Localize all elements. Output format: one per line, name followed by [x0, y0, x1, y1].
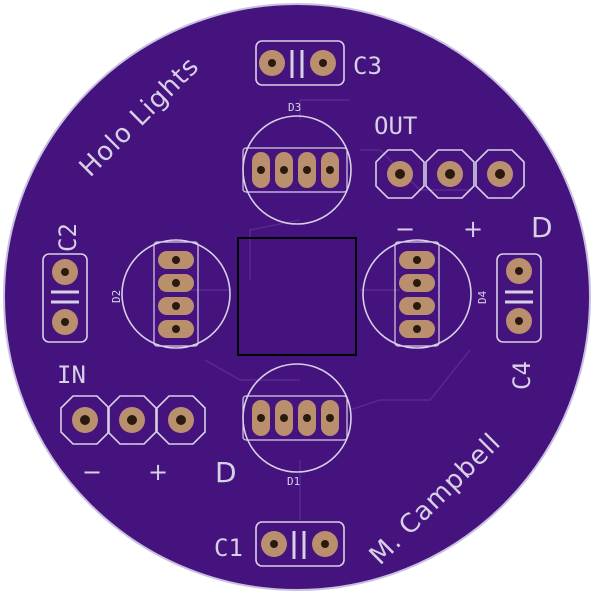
led-d1: [242, 363, 352, 473]
in-plus-label: +: [148, 458, 168, 486]
in-label: IN: [57, 361, 86, 389]
out-label: OUT: [374, 112, 417, 140]
in-connector: [60, 395, 206, 445]
out-connector: [375, 149, 525, 199]
led-d2: [121, 239, 231, 349]
c4-label: C4: [508, 361, 536, 390]
in-minus-label: −: [82, 458, 102, 486]
capacitor-c4: [496, 253, 542, 343]
capacitor-c3: [255, 40, 345, 86]
c3-label: C3: [353, 52, 382, 80]
d1-label: D1: [287, 475, 300, 488]
out-d-label: D: [531, 211, 553, 244]
d4-label: D4: [476, 290, 489, 304]
d3-label: D3: [288, 101, 301, 114]
c1-label: C1: [214, 534, 243, 562]
led-d4: [362, 239, 472, 349]
out-plus-label: +: [463, 215, 483, 243]
board-substrate: [3, 3, 591, 591]
d2-label: D2: [110, 290, 123, 303]
traces: [160, 99, 471, 520]
led-d3: [242, 115, 352, 225]
c2-label: C2: [54, 223, 82, 252]
capacitor-c2: [42, 253, 88, 343]
out-minus-label: −: [395, 215, 415, 243]
in-d-label: D: [215, 456, 237, 489]
capacitor-c1: [255, 521, 345, 567]
center-ic-outline: [237, 237, 357, 356]
